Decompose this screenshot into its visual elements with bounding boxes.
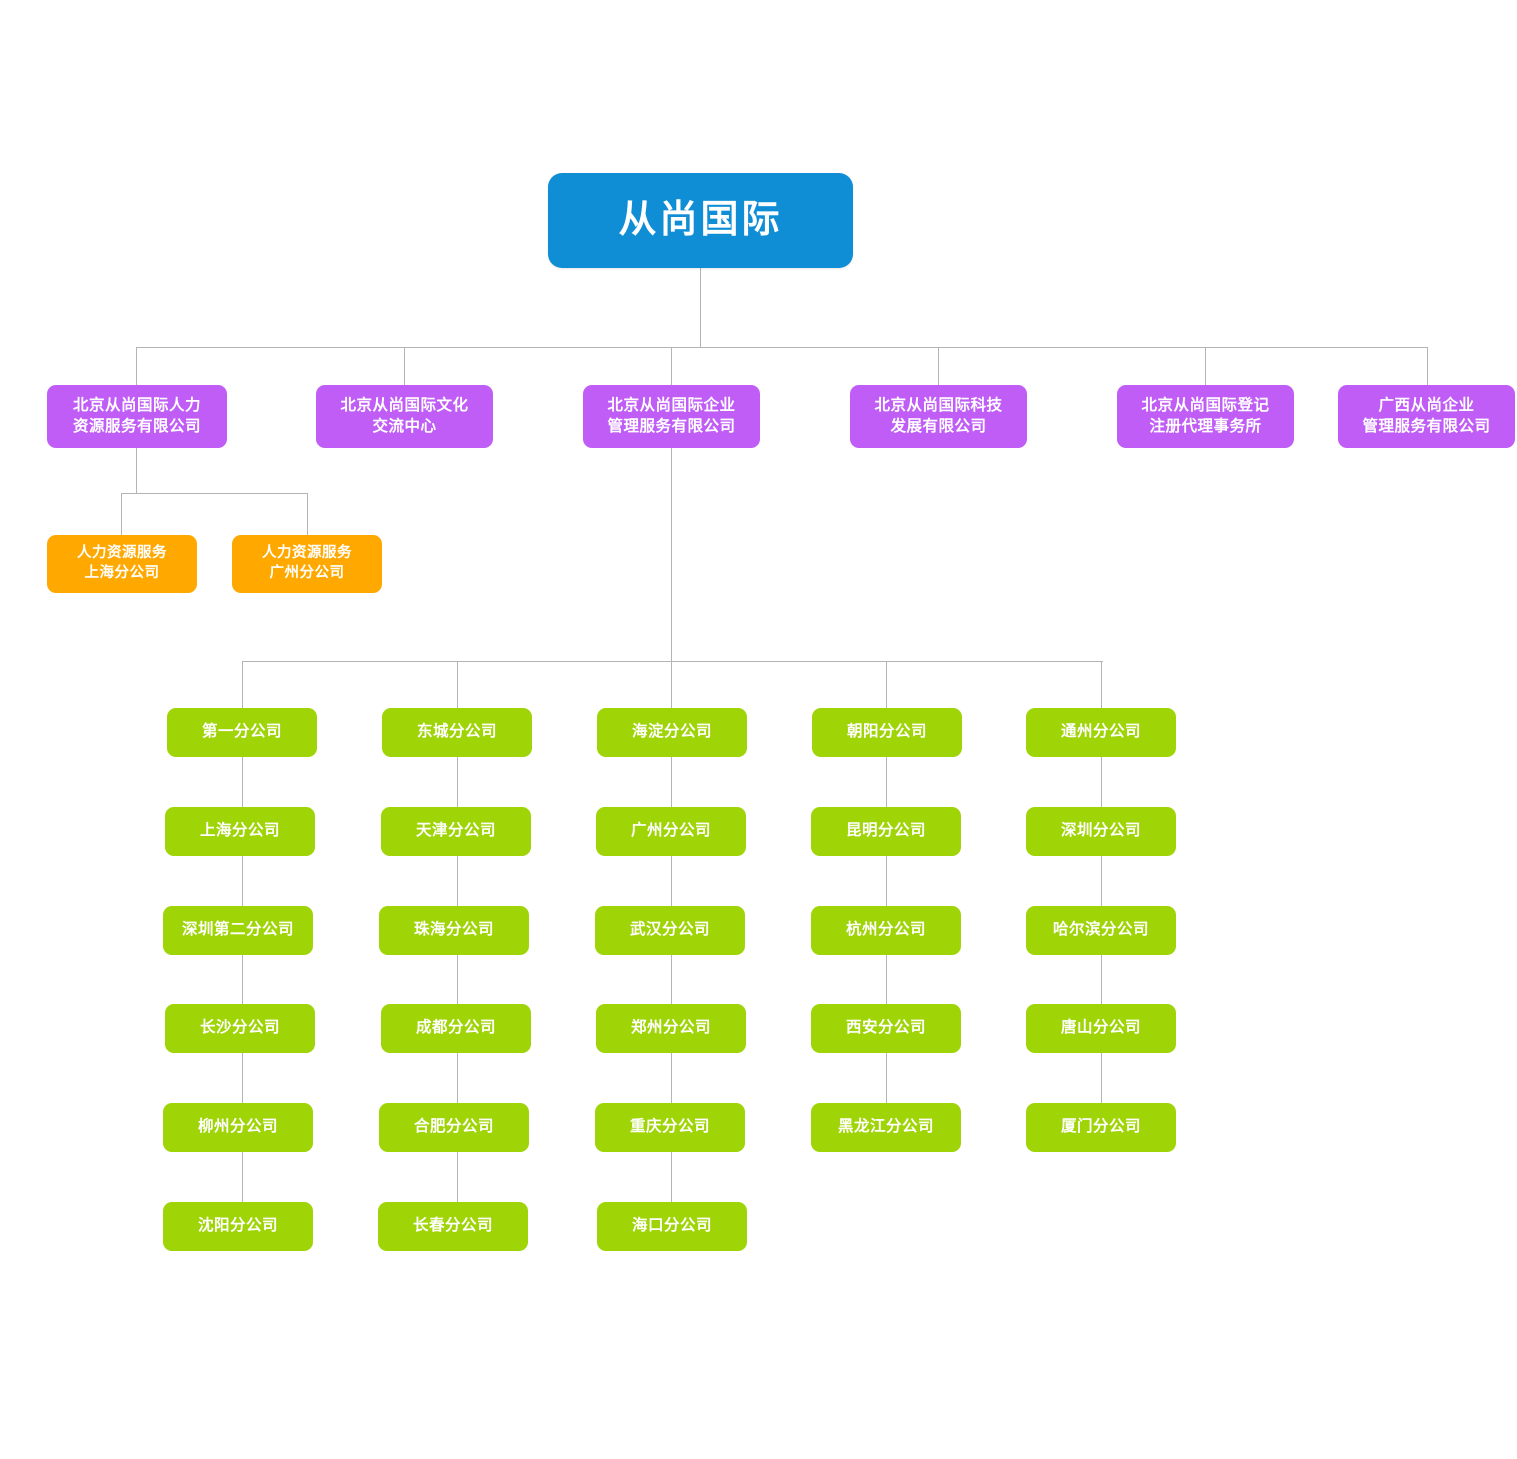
connector-division-drop-6	[1427, 347, 1428, 385]
org-node-branch[interactable]: 成都分公司	[381, 1004, 531, 1053]
org-node-branch[interactable]: 天津分公司	[381, 807, 531, 856]
org-node-branch[interactable]: 深圳第二分公司	[163, 906, 313, 955]
org-node-division-registry[interactable]: 北京从尚国际登记 注册代理事务所	[1117, 385, 1294, 448]
connector-hr-bus	[121, 493, 308, 494]
org-node-branch[interactable]: 海口分公司	[597, 1202, 747, 1251]
connector-hr-drop-1	[121, 493, 122, 535]
org-node-branch[interactable]: 合肥分公司	[379, 1103, 529, 1152]
org-node-division-culture[interactable]: 北京从尚国际文化 交流中心	[316, 385, 493, 448]
org-node-branch[interactable]: 长春分公司	[378, 1202, 528, 1251]
org-node-branch[interactable]: 通州分公司	[1026, 708, 1176, 757]
org-node-branch[interactable]: 海淀分公司	[597, 708, 747, 757]
org-node-branch[interactable]: 第一分公司	[167, 708, 317, 757]
org-node-branch[interactable]: 广州分公司	[596, 807, 746, 856]
org-node-branch[interactable]: 厦门分公司	[1026, 1103, 1176, 1152]
org-node-division-hr[interactable]: 北京从尚国际人力 资源服务有限公司	[47, 385, 227, 448]
connector-division-drop-2	[404, 347, 405, 385]
org-node-branch[interactable]: 哈尔滨分公司	[1026, 906, 1176, 955]
connector-branch-column-spine-4	[886, 661, 887, 1133]
org-node-branch[interactable]: 沈阳分公司	[163, 1202, 313, 1251]
org-node-branch[interactable]: 柳州分公司	[163, 1103, 313, 1152]
org-node-branch[interactable]: 杭州分公司	[811, 906, 961, 955]
org-node-branch[interactable]: 长沙分公司	[165, 1004, 315, 1053]
org-node-branch[interactable]: 上海分公司	[165, 807, 315, 856]
connector-root-stem	[700, 268, 701, 348]
connector-branches-bus	[242, 661, 1103, 662]
connector-branch-column-spine-5	[1101, 661, 1102, 1133]
org-node-division-enterprise[interactable]: 北京从尚国际企业 管理服务有限公司	[583, 385, 760, 448]
connector-hr-stem	[136, 448, 137, 493]
connector-divisions-bus	[136, 347, 1428, 348]
org-node-branch[interactable]: 武汉分公司	[595, 906, 745, 955]
org-node-root[interactable]: 从尚国际	[548, 173, 853, 268]
connector-division-drop-3	[671, 347, 672, 385]
org-node-hr-branch-guangzhou[interactable]: 人力资源服务 广州分公司	[232, 535, 382, 593]
org-node-branch[interactable]: 朝阳分公司	[812, 708, 962, 757]
org-node-branch[interactable]: 唐山分公司	[1026, 1004, 1176, 1053]
org-node-branch[interactable]: 郑州分公司	[596, 1004, 746, 1053]
org-node-branch[interactable]: 东城分公司	[382, 708, 532, 757]
org-node-branch[interactable]: 深圳分公司	[1026, 807, 1176, 856]
org-node-branch[interactable]: 昆明分公司	[811, 807, 961, 856]
org-node-hr-branch-shanghai[interactable]: 人力资源服务 上海分公司	[47, 535, 197, 593]
org-node-division-technology[interactable]: 北京从尚国际科技 发展有限公司	[850, 385, 1027, 448]
org-node-branch[interactable]: 西安分公司	[811, 1004, 961, 1053]
org-node-branch[interactable]: 珠海分公司	[379, 906, 529, 955]
connector-division-drop-4	[938, 347, 939, 385]
org-node-division-guangxi[interactable]: 广西从尚企业 管理服务有限公司	[1338, 385, 1515, 448]
org-node-branch[interactable]: 黑龙江分公司	[811, 1103, 961, 1152]
connector-division-drop-1	[136, 347, 137, 385]
connector-enterprise-stem	[671, 448, 672, 661]
connector-division-drop-5	[1205, 347, 1206, 385]
connector-hr-drop-2	[307, 493, 308, 535]
org-node-branch[interactable]: 重庆分公司	[595, 1103, 745, 1152]
